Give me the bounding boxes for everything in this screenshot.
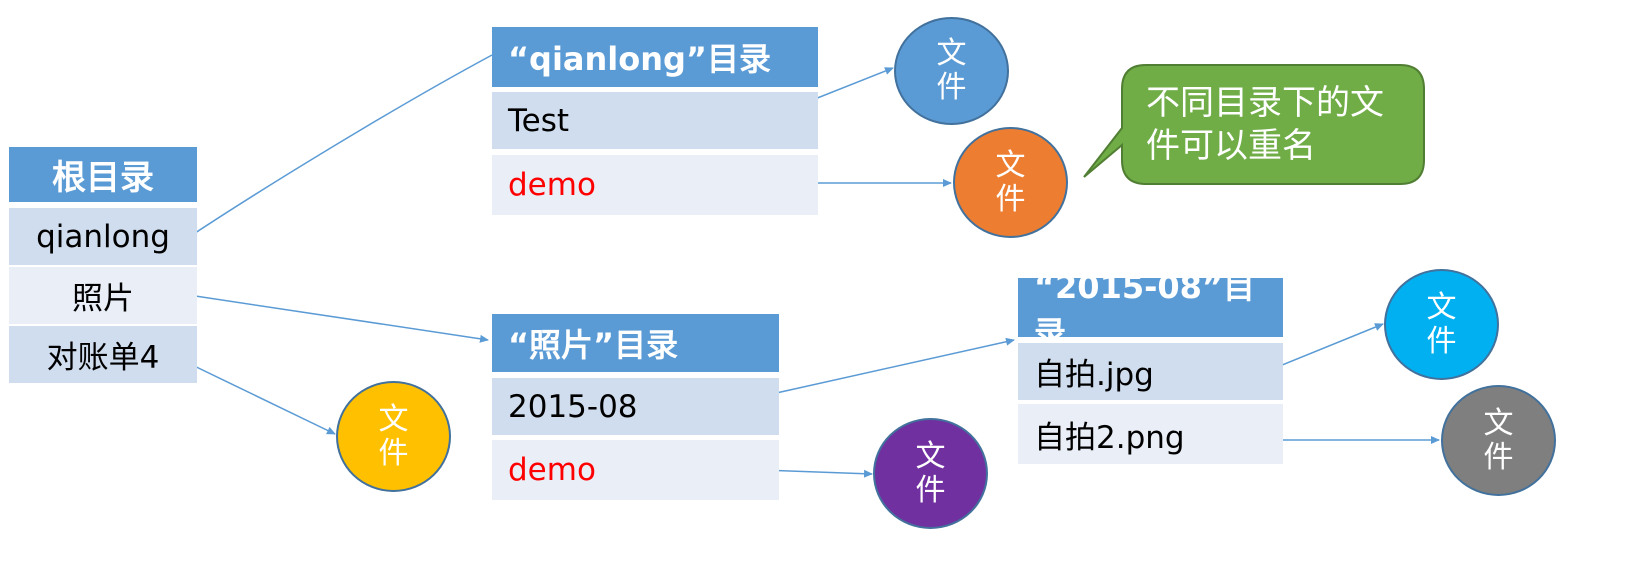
- dir-2015-item-png: 自拍2.png: [1018, 404, 1283, 464]
- file-label: 文件: [378, 401, 409, 471]
- photo-item-demo: demo: [492, 440, 779, 500]
- callout-bubble: [1083, 64, 1425, 185]
- file-label: 文件: [1483, 405, 1514, 475]
- dir-2015-item-jpg: 自拍.jpg: [1018, 343, 1283, 400]
- photo-directory-table: “照片”目录 2015-08 demo: [492, 314, 779, 501]
- qianlong-directory-table: “qianlong”目录 Test demo: [492, 27, 818, 216]
- dir-2015-08-title: “2015-08”目录: [1018, 268, 1283, 352]
- file-circle-purple: 文件: [873, 418, 988, 529]
- file-circle-gray: 文件: [1441, 385, 1556, 496]
- root-item-photos: 照片: [9, 267, 197, 324]
- file-circle-cyan: 文件: [1384, 269, 1499, 380]
- callout-text: 不同目录下的文件可以重名: [1146, 83, 1384, 166]
- dir-2015-08-table: “2015-08”目录 自拍.jpg 自拍2.png: [1018, 268, 1283, 465]
- qianlong-directory-title: “qianlong”目录: [492, 27, 818, 87]
- root-item-qianlong: qianlong: [9, 208, 197, 265]
- file-label: 文件: [995, 147, 1026, 217]
- qianlong-item-demo: demo: [492, 155, 818, 215]
- link-qianlong-to-dir: [185, 54, 493, 240]
- root-item-statement: 对账单4: [9, 326, 197, 383]
- file-label: 文件: [915, 438, 946, 508]
- file-circle-blue: 文件: [894, 17, 1009, 125]
- file-circle-yellow: 文件: [336, 381, 451, 492]
- photo-item-2015-08: 2015-08: [492, 378, 779, 435]
- link-2015-to-dir: [735, 337, 1015, 403]
- root-directory-table: 根目录 qianlong 照片 对账单4: [9, 147, 197, 385]
- file-label: 文件: [1426, 289, 1457, 359]
- file-label: 文件: [936, 36, 967, 105]
- photo-directory-title: “照片”目录: [492, 314, 779, 372]
- link-photo-to-dir: [181, 293, 489, 343]
- qianlong-item-test: Test: [492, 92, 818, 149]
- file-circle-orange: 文件: [953, 127, 1068, 238]
- root-directory-title: 根目录: [9, 147, 197, 202]
- link-statement-to-file: [185, 361, 336, 435]
